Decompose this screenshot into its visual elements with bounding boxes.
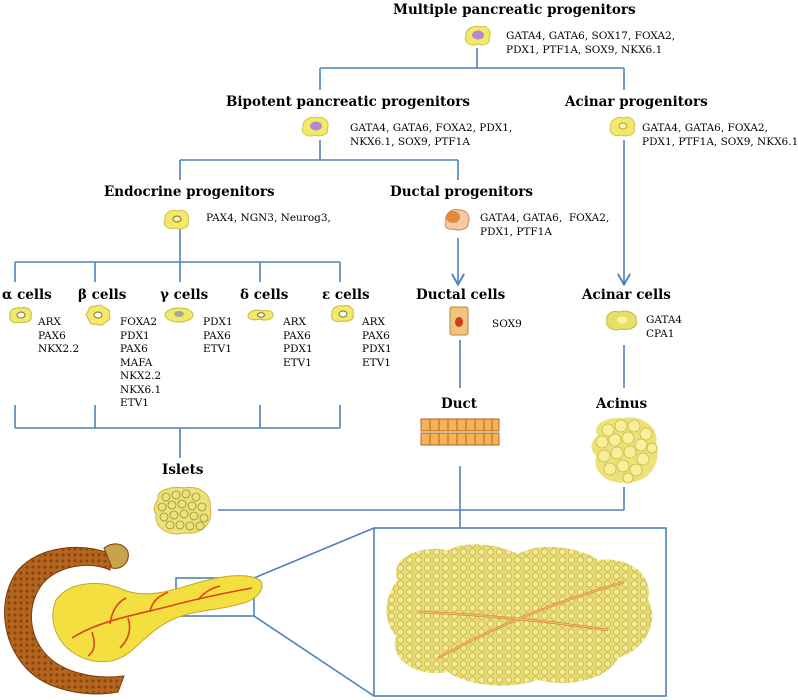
gene-line: PAX6 <box>38 329 66 342</box>
multiple-progenitors-title: Multiple pancreatic progenitors <box>393 2 636 18</box>
epsilon-cell-icon <box>331 305 354 323</box>
gene-line: ARX <box>362 316 385 328</box>
acinus-label: Acinus <box>596 396 648 412</box>
endocrine-progenitors-genes: PAX4, NGN3, Neurog3, <box>206 212 331 226</box>
gene-line: PAX6 <box>203 329 231 342</box>
progenitor-cell-icon <box>301 116 329 137</box>
ductal-progenitors-genes: GATA4, GATA6, FOXA2,PDX1, PTF1A <box>480 212 609 239</box>
ductal-progenitor-icon <box>444 209 470 231</box>
duct-tissue-icon <box>420 418 500 446</box>
gene-line: PDX1, PTF1A <box>480 225 552 238</box>
gene-line: ETV1 <box>362 356 391 369</box>
gene-line: ARX <box>283 316 306 328</box>
gene-line: ETV1 <box>283 356 312 369</box>
acinar-cell-icon <box>606 310 637 331</box>
islet-cluster-icon <box>153 486 212 535</box>
ductal-cells-genes: SOX9 <box>492 318 522 332</box>
beta-cells-title: β cells <box>78 287 127 303</box>
progenitor-cell-icon <box>464 25 491 46</box>
gene-line: PAX4, NGN3, Neurog3, <box>206 212 331 224</box>
gene-line: CPA1 <box>646 327 675 340</box>
duct-label: Duct <box>441 396 477 412</box>
ductal-progenitors-title: Ductal progenitors <box>390 184 534 200</box>
gene-line: PAX6 <box>283 329 311 342</box>
gene-line: PAX6 <box>362 329 390 342</box>
bipotent-progenitors-title: Bipotent pancreatic progenitors <box>226 94 470 110</box>
pancreas-organ-icon <box>4 543 263 695</box>
gene-line: NKX6.1 <box>120 383 162 396</box>
delta-cells-title: δ cells <box>240 287 289 303</box>
gene-line: GATA4, GATA6, FOXA2, <box>642 122 768 134</box>
gene-line: NKX2.2 <box>120 370 162 382</box>
islets-label: Islets <box>162 462 204 478</box>
epsilon-cells-title: ε cells <box>322 287 370 303</box>
tissue-zoom-icon <box>386 544 653 686</box>
acinar-progenitors-title: Acinar progenitors <box>565 94 708 110</box>
gene-line: NKX6.1, SOX9, PTF1A <box>350 135 470 148</box>
progenitor-cell-icon <box>609 116 636 137</box>
progenitor-cell-icon <box>163 209 190 230</box>
gene-line: SOX9 <box>492 318 522 330</box>
gene-line: NKX2.2 <box>38 343 80 355</box>
gene-line: PDX1 <box>120 329 150 342</box>
acinar-cells-title: Acinar cells <box>582 287 671 303</box>
gene-line: PDX1 <box>283 343 313 355</box>
gamma-cells-title: γ cells <box>160 287 209 303</box>
gene-line: PDX1 <box>362 343 392 355</box>
beta-cell-icon <box>85 304 111 326</box>
alpha-cells-title: α cells <box>2 287 52 303</box>
gene-line: PDX1, PTF1A, SOX9, NKX6.1 <box>642 135 798 148</box>
delta-cell-icon <box>247 309 274 321</box>
endocrine-progenitors-title: Endocrine progenitors <box>104 184 275 200</box>
gene-line: PDX1 <box>203 316 233 328</box>
gene-line: GATA4, GATA6, FOXA2, <box>480 212 610 224</box>
gene-line: GATA4, GATA6, SOX17, FOXA2, <box>506 30 676 42</box>
alpha-cell-icon <box>9 307 32 324</box>
gene-line: ARX <box>38 316 61 328</box>
gene-line: MAFA <box>120 356 153 369</box>
gene-line: PDX1, PTF1A, SOX9, NKX6.1 <box>506 43 663 56</box>
ductal-cells-title: Ductal cells <box>416 287 506 303</box>
gene-line: ETV1 <box>120 397 149 409</box>
gene-line: GATA4 <box>646 314 683 326</box>
acinar-progenitors-genes: GATA4, GATA6, FOXA2,PDX1, PTF1A, SOX9, N… <box>642 122 798 149</box>
gamma-cell-icon <box>164 307 194 323</box>
acinus-cluster-icon <box>591 417 658 484</box>
gene-line: GATA4, GATA6, FOXA2, PDX1, <box>350 122 513 134</box>
gene-line: FOXA2 <box>120 316 158 328</box>
ductal-cell-icon <box>449 306 469 336</box>
multiple-progenitors-genes: GATA4, GATA6, SOX17, FOXA2,PDX1, PTF1A, … <box>506 30 675 57</box>
bipotent-progenitors-genes: GATA4, GATA6, FOXA2, PDX1,NKX6.1, SOX9, … <box>350 122 512 149</box>
gene-line: PAX6 <box>120 343 148 355</box>
gene-line: ETV1 <box>203 343 232 355</box>
